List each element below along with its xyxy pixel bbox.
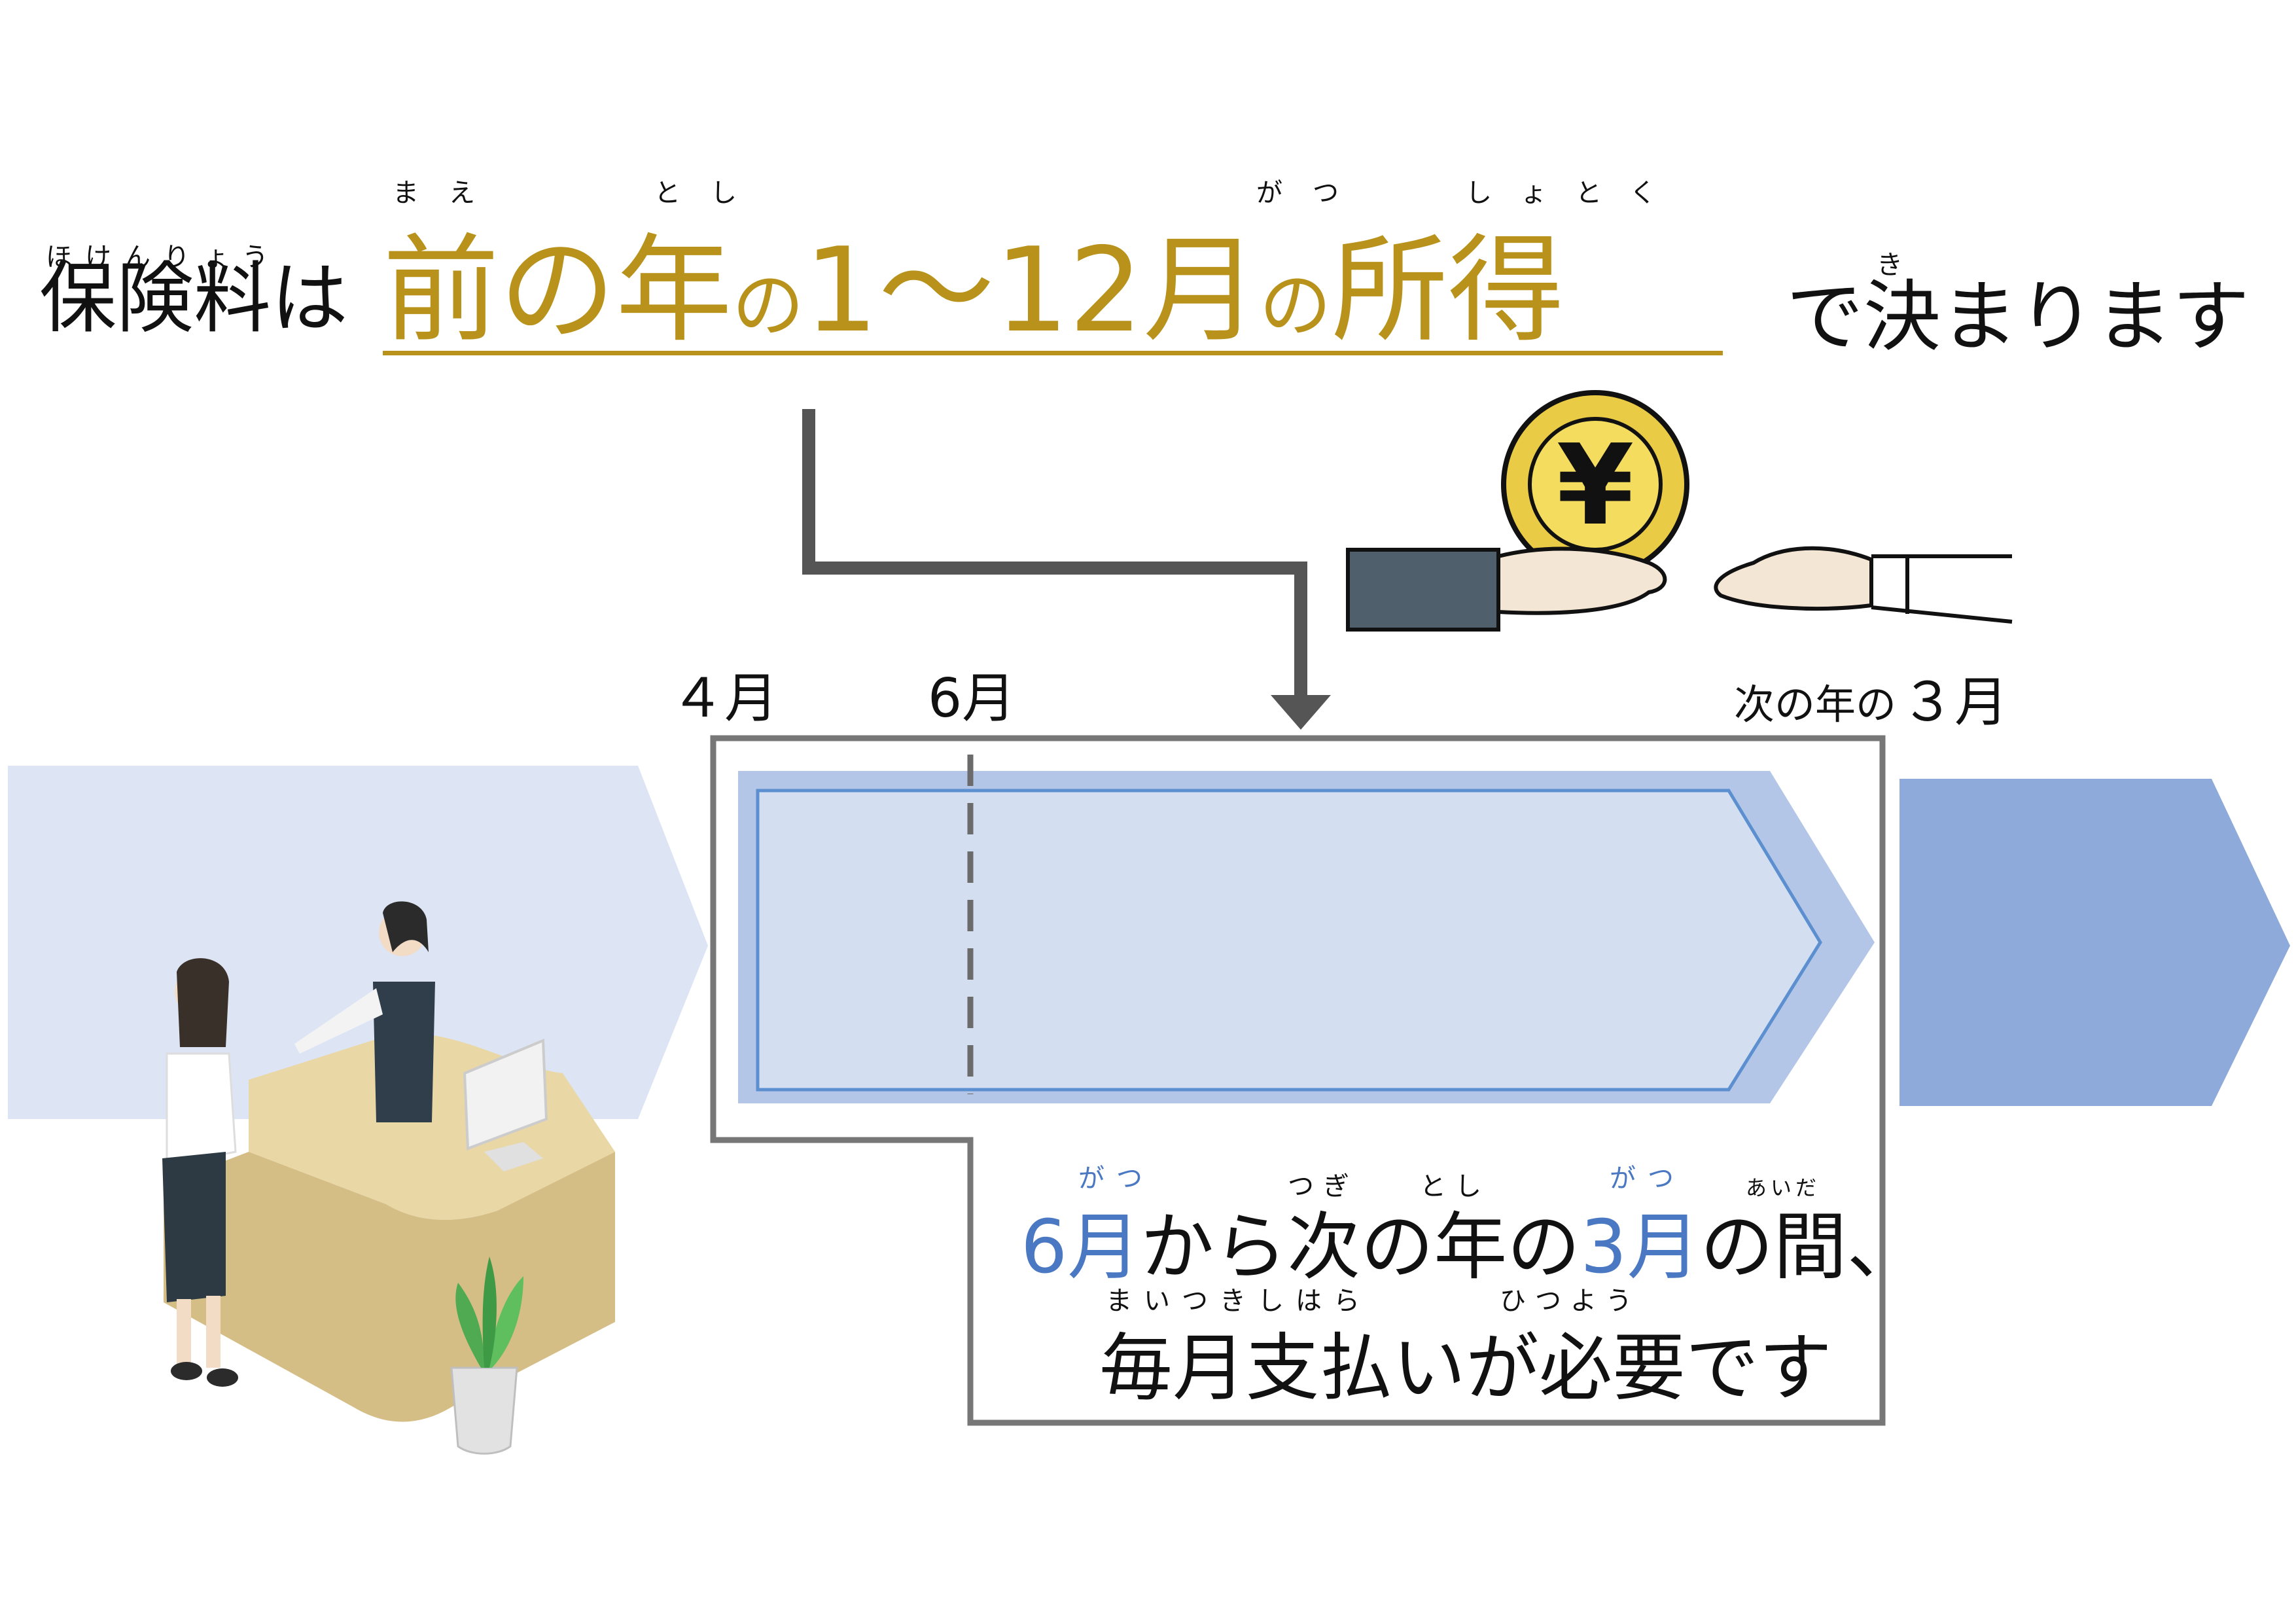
caption-from-next-year: から次の年の (1140, 1205, 1581, 1290)
giving-hand-icon (1346, 546, 1667, 632)
title-part-shotoku: 所得 (1331, 223, 1564, 358)
title-part-range: 1～12 (804, 223, 1143, 358)
caption-between: の間、 (1700, 1205, 1920, 1290)
label-april: ４月 (671, 668, 779, 730)
title-part-no3: の (1259, 264, 1332, 348)
label-next-march: ３月 (1901, 671, 2009, 734)
highlight-frame (710, 735, 1886, 1426)
payment-period-band (756, 789, 1822, 1092)
svg-text:¥: ¥ (1557, 421, 1634, 550)
ruby-mae: まえ (393, 178, 505, 208)
label-next-year-prefix: 次の年の (1734, 681, 1897, 728)
yen-coin-icon: ¥ (1501, 390, 1689, 579)
title-part-toshi: 年 (616, 223, 732, 358)
caption-ruby-hitsuyou: ひつよう (1500, 1286, 1641, 1316)
caption-line2: 毎月支払いが必要です (1099, 1326, 1832, 1411)
receiving-hand-icon (1714, 546, 2013, 624)
title-main: 前の年の1～12月の所得 (383, 196, 1564, 365)
title-part-no1: の (499, 223, 616, 358)
label-june: 6月 (928, 668, 1016, 730)
title-part-mae: 前 (383, 223, 499, 358)
title-lead-ruby: ほけんりょう (46, 242, 281, 272)
ruby-toshi: とし (654, 178, 767, 208)
ruby-gatsu: がつ (1256, 178, 1369, 208)
caption-june: 6月 (1021, 1205, 1141, 1290)
caption-ruby-tsugi: つぎ (1288, 1171, 1358, 1202)
caption-march: 3月 (1580, 1205, 1701, 1290)
title-part-gatsu: 月 (1142, 223, 1260, 358)
caption-ruby-aida: あいだ (1746, 1175, 1821, 1200)
caption-ruby-maitsuki: まいつきしはら (1106, 1286, 1371, 1316)
down-arrow-icon (802, 409, 1331, 730)
title-underline (383, 351, 1723, 355)
caption-line1: 6月から次の年の3月の間、 (1021, 1188, 1920, 1294)
title-part-no2: の (732, 264, 804, 348)
title-lead: 保険料は (39, 253, 349, 344)
title-tail-ruby: き (1877, 250, 1912, 280)
title-tail: で決まります (1786, 272, 2250, 362)
next-year-band (1899, 779, 2290, 1106)
caption-ruby-toshi: とし (1420, 1171, 1491, 1202)
caption-ruby-gatsu1: がつ (1078, 1164, 1154, 1194)
ruby-shotoku: しょとく (1466, 178, 1685, 208)
caption-ruby-gatsu2: がつ (1610, 1164, 1686, 1194)
reception-desk-illustration (162, 901, 615, 1455)
